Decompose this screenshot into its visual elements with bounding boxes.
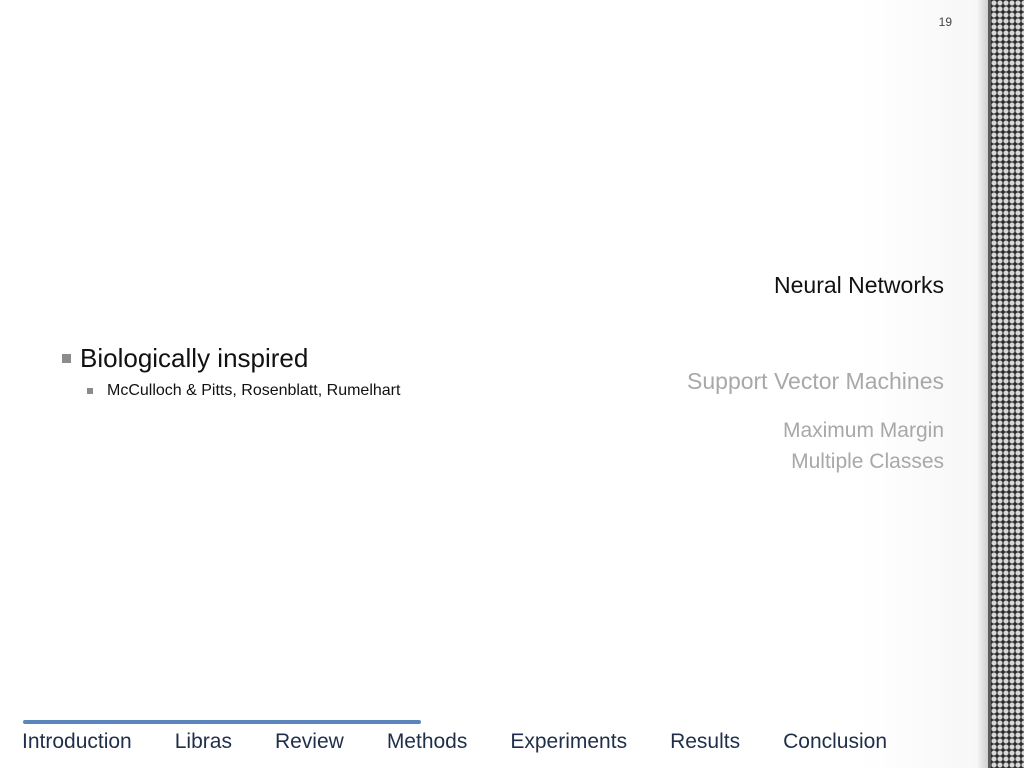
- main-bullet: Biologically inspired: [62, 343, 308, 374]
- sub-bullet: McCulloch & Pitts, Rosenblatt, Rumelhart: [87, 382, 400, 400]
- nav-item-methods[interactable]: Methods: [386, 730, 468, 753]
- side-dark-line: [988, 0, 991, 768]
- nav-item-conclusion[interactable]: Conclusion: [783, 730, 888, 753]
- subsection-item: Maximum Margin: [782, 419, 944, 442]
- subsection-list: Maximum Margin Multiple Classes: [783, 415, 944, 477]
- small-square-bullet-icon: [87, 388, 93, 394]
- square-bullet-icon: [62, 354, 71, 363]
- side-gradient-band: [978, 0, 990, 768]
- other-section-title: Support Vector Machines: [687, 368, 944, 394]
- nav-item-libras[interactable]: Libras: [174, 730, 232, 753]
- nav-item-introduction[interactable]: Introduction: [22, 730, 132, 753]
- nav-item-experiments[interactable]: Experiments: [510, 730, 628, 753]
- nav-item-results[interactable]: Results: [670, 730, 741, 753]
- nav-item-review[interactable]: Review: [274, 730, 344, 753]
- current-section-title: Neural Networks: [774, 272, 944, 298]
- page-number: 19: [938, 15, 952, 29]
- sub-bullet-text: McCulloch & Pitts, Rosenblatt, Rumelhart: [107, 382, 401, 399]
- slide-canvas: [0, 0, 978, 768]
- navigation-progress-bar: [23, 720, 421, 724]
- main-bullet-text: Biologically inspired: [80, 343, 309, 373]
- side-dot-pattern: [991, 0, 1024, 768]
- subsection-item: Multiple Classes: [791, 450, 944, 473]
- bottom-navigation: Introduction Libras Review Methods Exper…: [22, 730, 887, 754]
